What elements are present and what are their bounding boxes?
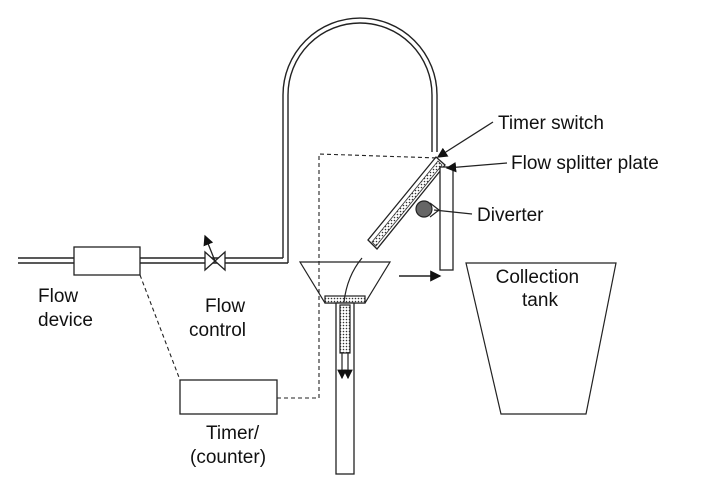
diverter-pivot (415, 200, 433, 218)
splitter-leader (445, 162, 508, 173)
collection-tank (465, 262, 617, 415)
flow-splitter-plate-label: Flow splitter plate (511, 153, 659, 174)
signal-line-flow-device (139, 274, 181, 381)
flow-device-box (73, 246, 141, 276)
timer-label: Timer/ (counter) (190, 423, 266, 468)
flow-control-label: Flow control (189, 296, 250, 341)
timer-switch-label: Timer switch (498, 113, 604, 134)
collection-tank-label: Collection tank (496, 267, 585, 311)
inlet-pipe (18, 257, 288, 264)
diverter-trough (367, 156, 446, 250)
loop-pipe (282, 17, 438, 263)
stream-to-funnel (343, 257, 363, 303)
flow-splitter-plate (439, 166, 454, 271)
flow-device-label: Flow device (38, 286, 93, 331)
diverter-label: Diverter (477, 205, 544, 226)
outlet-flow (339, 304, 351, 354)
diverter-leader (433, 209, 473, 215)
timer-switch-leader (436, 121, 494, 158)
outlet-flow-arrows (337, 352, 353, 380)
signal-line-timer-switch (277, 153, 439, 399)
flow-control-valve (203, 234, 226, 272)
timer-box (179, 379, 278, 415)
